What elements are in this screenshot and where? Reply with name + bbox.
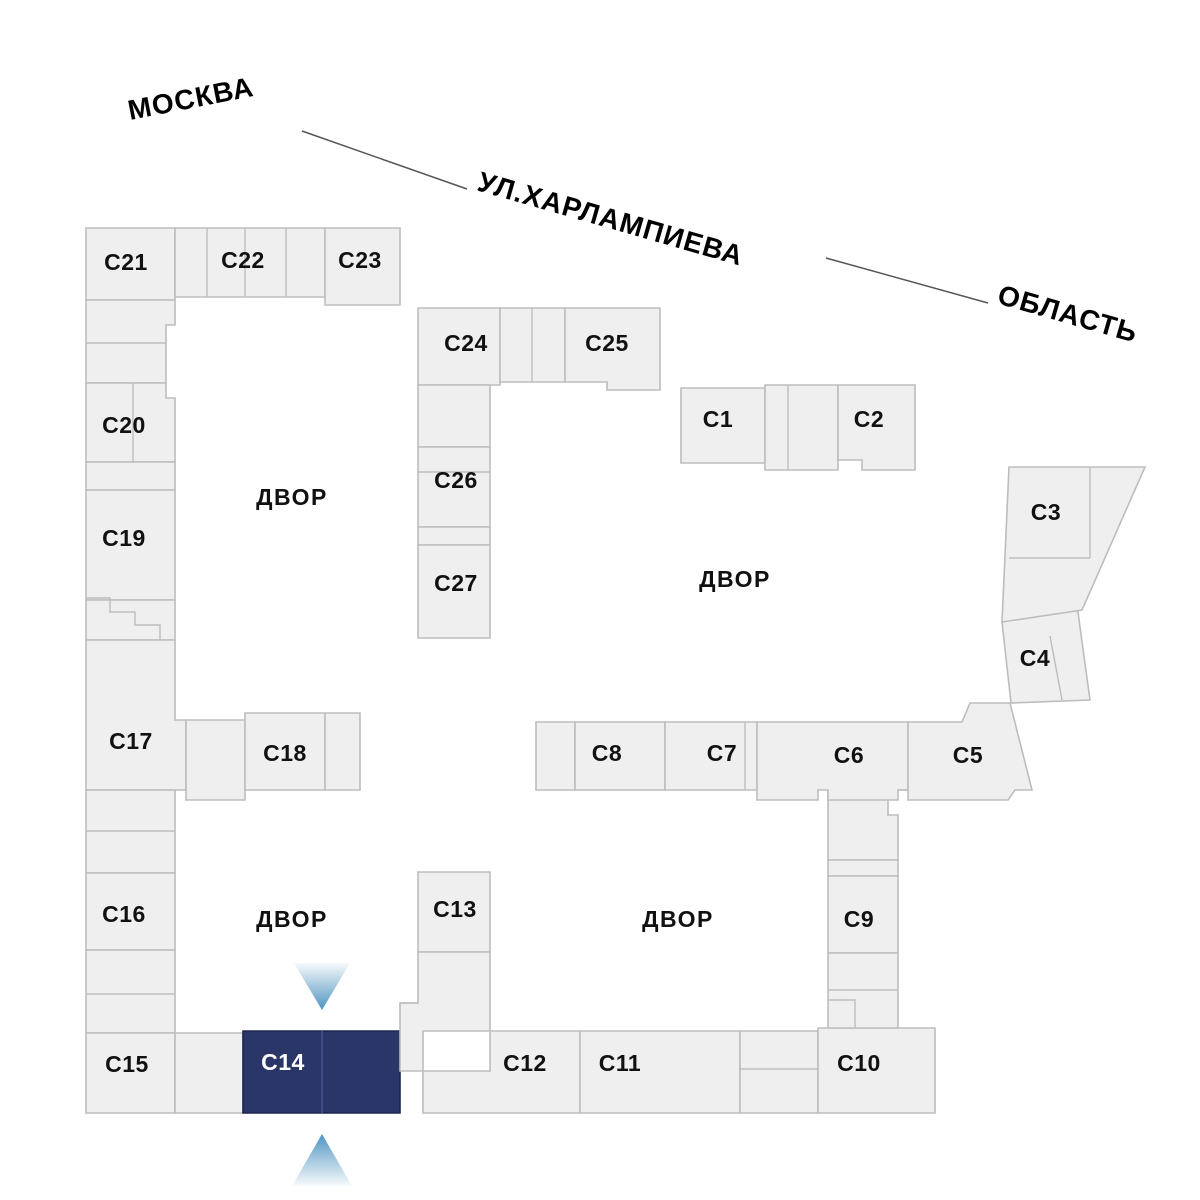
block-label-c3: С3	[1031, 499, 1061, 525]
block-label-c11: С11	[599, 1050, 641, 1076]
building-group-left-spacer-a[interactable]	[85, 299, 176, 384]
building-group-c26-c27-gap[interactable]	[417, 526, 491, 546]
block-label-c10: С10	[837, 1050, 881, 1076]
building-group-c14[interactable]: С14	[242, 1030, 401, 1114]
building-group-c5[interactable]: С5	[907, 702, 1034, 801]
block-label-c4: С4	[1020, 645, 1050, 671]
building-group-c18[interactable]: С18	[244, 712, 326, 791]
building-group-c13[interactable]: С13	[417, 871, 491, 953]
block-label-c12: С12	[503, 1050, 547, 1076]
building-group-c15[interactable]: С15	[85, 1032, 176, 1114]
block-label-c24: С24	[444, 330, 488, 356]
building-group-left-spacer-d[interactable]	[85, 949, 176, 1034]
block-label-c1: С1	[703, 406, 733, 432]
building-group-c17[interactable]: С17	[85, 639, 187, 791]
building-group-c19[interactable]: С19	[85, 489, 176, 601]
block-label-c25: С25	[585, 330, 629, 356]
road-label-moscow: МОСКВА	[125, 71, 256, 126]
building-group-c11-annex[interactable]	[739, 1030, 819, 1114]
building-group-c24-link[interactable]	[499, 307, 566, 383]
entrance-arrow-top	[294, 963, 350, 1010]
building-group-c3-wing[interactable]: С3	[1001, 466, 1147, 623]
building-group-c7[interactable]: С7	[664, 721, 758, 791]
building-group-c17-annex[interactable]	[185, 719, 246, 801]
block-label-c27: С27	[434, 570, 478, 596]
building-group-c15-annex[interactable]	[174, 1032, 244, 1114]
building-group-left-spacer-c[interactable]	[85, 789, 176, 874]
building-group-c26-upper[interactable]	[417, 384, 491, 448]
building-group-c9-gap[interactable]	[827, 859, 899, 877]
block-label-c7: С7	[707, 740, 737, 766]
building-group-c23[interactable]: С23	[324, 227, 401, 306]
building-group-c26[interactable]: С26	[417, 446, 491, 528]
block-label-c23: С23	[338, 247, 382, 273]
building-group-c20[interactable]: С20	[85, 382, 176, 463]
block-label-c16: С16	[102, 901, 146, 927]
building-group-c27[interactable]: С27	[417, 544, 491, 639]
block-label-c9: С9	[844, 906, 874, 932]
block-label-c20: С20	[102, 412, 146, 438]
block-label-c8: С8	[592, 740, 622, 766]
building-group-c22[interactable]: С22	[174, 227, 326, 298]
road-labels: МОСКВА УЛ.ХАРЛАМПИЕВА ОБЛАСТЬ	[125, 71, 1141, 348]
road-label-street: УЛ.ХАРЛАМПИЕВА	[474, 166, 747, 272]
block-label-c18: С18	[263, 740, 307, 766]
block-label-c21: С21	[104, 249, 148, 275]
yard-label-nw: ДВОР	[256, 484, 328, 510]
entrance-arrow-bottom	[292, 1134, 352, 1186]
block-label-c19: С19	[102, 525, 146, 551]
building-group-c9-lower[interactable]	[827, 952, 899, 1029]
building-group-left-spacer-b[interactable]	[85, 461, 176, 491]
building-group-c24[interactable]: С24	[417, 307, 501, 386]
yard-label-ne: ДВОР	[699, 566, 771, 592]
building-group-c2[interactable]: С2	[837, 384, 916, 471]
building-group-c25[interactable]: С25	[564, 307, 661, 391]
building-group-left-stair[interactable]	[85, 597, 176, 641]
building-group-c8[interactable]: С8	[574, 721, 666, 791]
building-group-c9[interactable]: С9	[827, 875, 899, 954]
building-group-c11[interactable]: С11	[579, 1030, 741, 1114]
building-group-c18-annex[interactable]	[324, 712, 361, 791]
block-label-c17: С17	[109, 728, 153, 754]
block-label-c15: С15	[105, 1051, 149, 1077]
block-label-c6: С6	[834, 742, 864, 768]
building-group-c8-west[interactable]	[535, 721, 576, 791]
building-group-c21[interactable]: С21	[85, 227, 176, 301]
road-leader-lines	[301, 130, 989, 304]
building-group-c12[interactable]: С12	[422, 1030, 581, 1114]
yard-label-se: ДВОР	[642, 906, 714, 932]
building-group-c10[interactable]: С10	[817, 1027, 936, 1114]
block-label-c2: С2	[854, 406, 884, 432]
block-label-c22: С22	[221, 247, 265, 273]
block-label-c26: С26	[434, 467, 478, 493]
building-group-c4[interactable]: С4	[1001, 604, 1091, 704]
yard-label-sw: ДВОР	[256, 906, 328, 932]
road-label-region: ОБЛАСТЬ	[994, 279, 1141, 349]
building-group-c6[interactable]: С6	[756, 721, 909, 801]
block-label-c14: С14	[261, 1049, 305, 1075]
block-label-c13: С13	[433, 896, 477, 922]
building-group-c13-annex[interactable]	[399, 951, 491, 1072]
building-group-c1[interactable]: С1	[680, 387, 766, 464]
block-label-c5: С5	[953, 742, 983, 768]
building-group-c16[interactable]: С16	[85, 872, 176, 951]
yard-labels: ДВОР ДВОР ДВОР ДВОР	[256, 484, 771, 932]
building-group-c1-c2-link[interactable]	[764, 384, 839, 471]
